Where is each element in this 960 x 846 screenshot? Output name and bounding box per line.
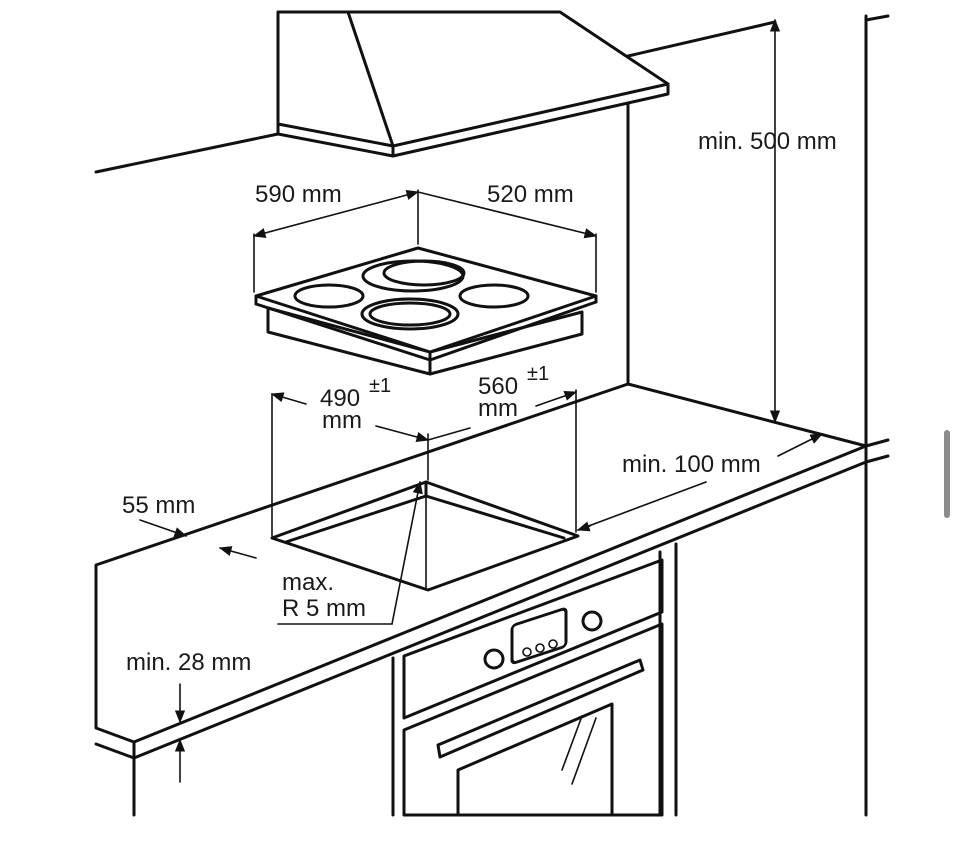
rear-clearance-label: min. 100 mm [622, 451, 761, 478]
room-walls [94, 14, 890, 817]
burner-right [458, 283, 530, 309]
burner-left [293, 283, 365, 309]
burner-front [360, 297, 460, 331]
worktop [94, 382, 890, 817]
cutout [270, 480, 580, 592]
hob-width-label: 590 mm [255, 181, 342, 208]
corner-radius-label-2: R 5 mm [282, 595, 366, 622]
cutout-width-value: 490 [320, 385, 360, 412]
cutout-width-unit: mm [322, 407, 362, 434]
cutout-depth-unit: mm [478, 395, 518, 422]
dimension-lines [139, 18, 824, 783]
scrollbar-thumb[interactable] [944, 430, 950, 518]
hob-depth-label: 520 mm [487, 181, 574, 208]
cutout-width-tolerance: ±1 [369, 375, 391, 397]
hob [254, 246, 598, 376]
cutout-depth-value: 560 [478, 373, 518, 400]
hood-clearance-label: min. 500 mm [698, 128, 837, 155]
oven-cabinet [391, 542, 678, 817]
corner-radius-label-1: max. [282, 569, 334, 596]
front-clearance-label: 55 mm [122, 492, 195, 519]
cooker-hood [276, 10, 670, 158]
worktop-thickness-label: min. 28 mm [126, 649, 251, 676]
cutout-depth-tolerance: ±1 [527, 363, 549, 385]
